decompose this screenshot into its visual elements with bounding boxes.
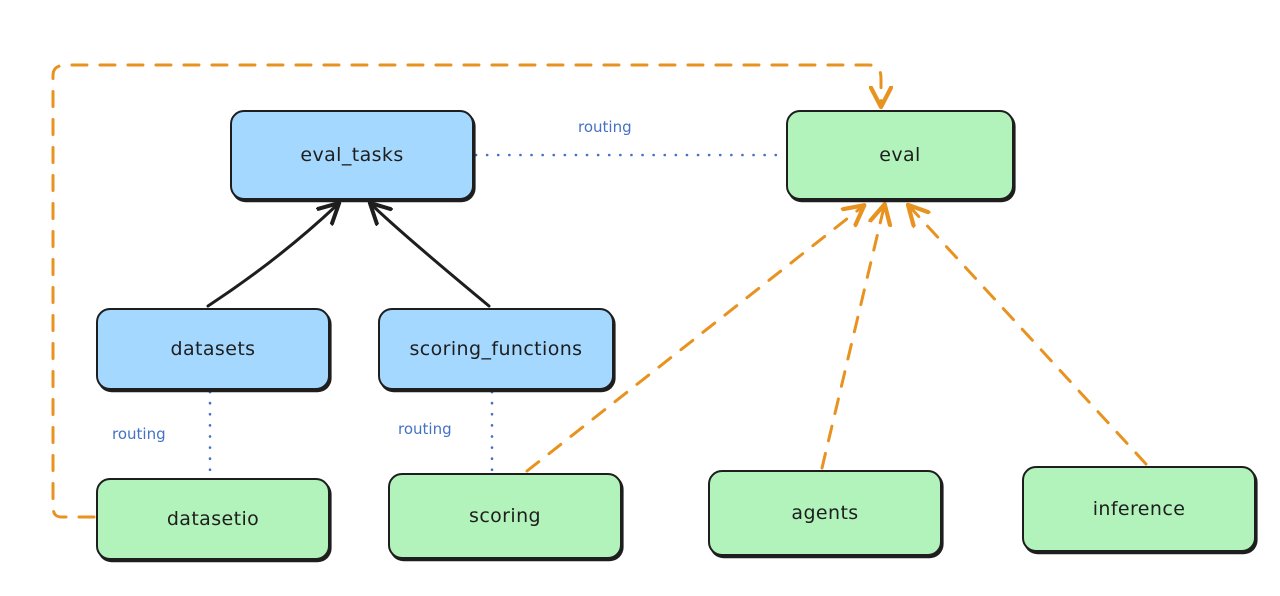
node-agents[interactable]: agents [708, 470, 942, 556]
node-label: scoring_functions [409, 338, 583, 360]
node-datasets[interactable]: datasets [96, 308, 330, 390]
edge-datasetio-to-eval [51, 63, 881, 519]
edge-label-routing-scoring-functions-scoring: routing [398, 420, 452, 438]
node-datasetio[interactable]: datasetio [96, 478, 330, 560]
node-label: scoring [469, 505, 541, 527]
node-label: inference [1092, 498, 1186, 520]
edge-agents-to-eval [820, 207, 884, 470]
node-label: eval_tasks [300, 144, 404, 166]
node-scoring-functions[interactable]: scoring_functions [378, 308, 614, 390]
edge-label-routing-eval-tasks-eval: routing [578, 118, 632, 136]
edge-scoring_functions-to-eval_tasks [372, 205, 491, 308]
node-label: eval [879, 144, 921, 166]
node-label: datasets [170, 338, 256, 360]
edge-scoring-to-eval [525, 207, 862, 473]
node-scoring[interactable]: scoring [388, 473, 622, 559]
edge-label-routing-datasets-datasetio: routing [112, 425, 166, 443]
edge-datasets-to-eval_tasks [206, 205, 337, 308]
edge-inference-to-eval [910, 207, 1148, 466]
node-label: agents [791, 502, 859, 524]
node-eval-tasks[interactable]: eval_tasks [230, 110, 474, 200]
node-label: datasetio [166, 508, 260, 530]
node-inference[interactable]: inference [1022, 466, 1256, 552]
node-eval[interactable]: eval [786, 110, 1014, 200]
